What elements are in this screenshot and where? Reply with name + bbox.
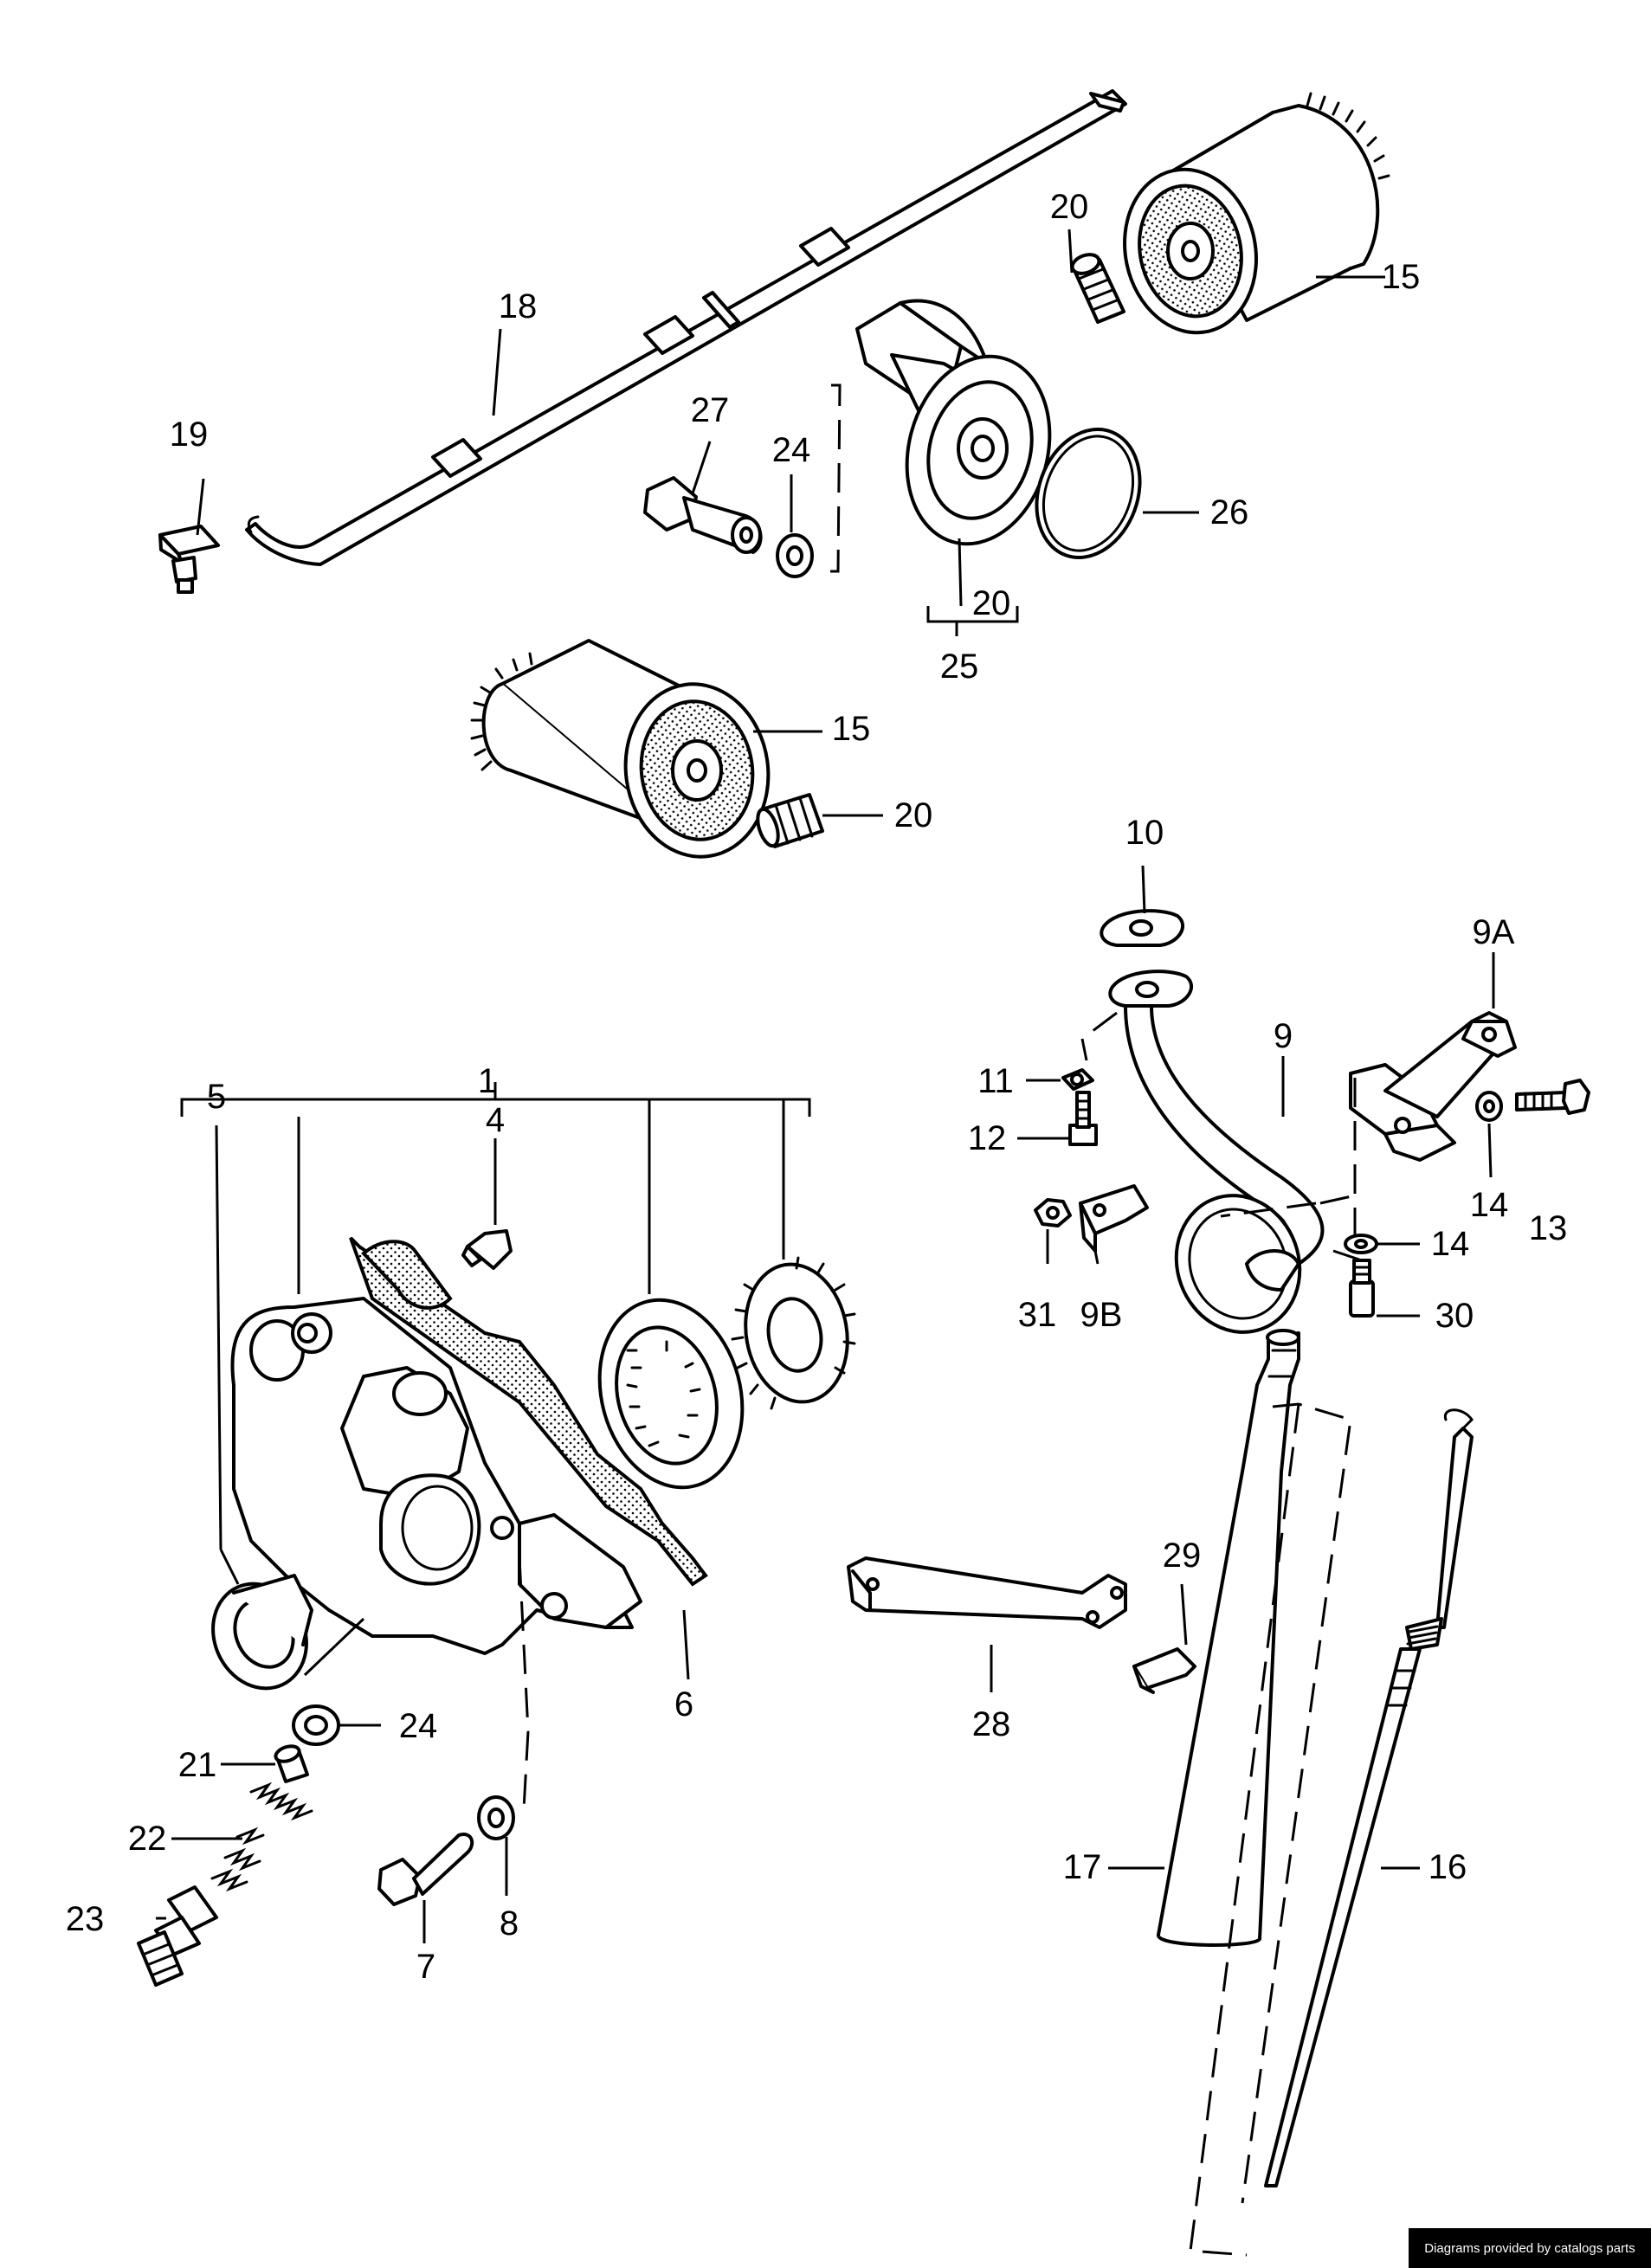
washer-part-8 bbox=[477, 1795, 515, 1840]
callout-31: 31 bbox=[1018, 1296, 1057, 1334]
piston-part-21 bbox=[274, 1744, 309, 1783]
bolt-part-12 bbox=[1068, 1091, 1098, 1146]
callout-labels: 1 4 5 6 7 8 9 9A 9B 10 11 12 13 14 14 15… bbox=[66, 188, 1568, 1986]
callout-23: 23 bbox=[66, 1900, 105, 1938]
nut-part-31 bbox=[1034, 1198, 1072, 1227]
bracket-part-9a bbox=[1349, 1011, 1517, 1162]
callout-22: 22 bbox=[128, 1820, 167, 1858]
callout-20-housing: 20 bbox=[972, 584, 1011, 622]
washer-part-14-upper bbox=[1475, 1091, 1503, 1122]
callout-29: 29 bbox=[1163, 1537, 1202, 1575]
rivet-part-4 bbox=[461, 1229, 513, 1270]
callout-25: 25 bbox=[940, 648, 979, 686]
callout-20-top: 20 bbox=[1050, 188, 1089, 226]
nipple-part-20-top bbox=[1070, 253, 1125, 324]
callout-8: 8 bbox=[500, 1904, 519, 1943]
callout-21: 21 bbox=[178, 1746, 217, 1784]
clip-part-29 bbox=[1132, 1647, 1196, 1694]
plug-part-23 bbox=[137, 1885, 218, 1987]
callout-15-middle: 15 bbox=[832, 710, 871, 748]
bolt-part-13 bbox=[1515, 1079, 1590, 1115]
callout-19: 19 bbox=[170, 416, 209, 454]
dashed-lines bbox=[518, 383, 1360, 2257]
watermark-text: Diagrams provided by catalogs parts bbox=[1424, 2240, 1635, 2256]
watermark-banner: Diagrams provided by catalogs parts bbox=[1409, 2228, 1651, 2268]
leader-lines bbox=[156, 229, 1495, 1943]
oil-pickup-part-9 bbox=[1108, 970, 1325, 1334]
nipple-part-20-middle bbox=[756, 793, 824, 848]
callout-5: 5 bbox=[207, 1078, 226, 1116]
callout-1: 1 bbox=[478, 1062, 497, 1100]
callout-9a: 9A bbox=[1473, 913, 1515, 951]
callout-12: 12 bbox=[968, 1119, 1007, 1157]
bracket-part-28 bbox=[847, 1556, 1127, 1629]
callout-24-lower: 24 bbox=[399, 1707, 438, 1745]
callout-9b: 9B bbox=[1080, 1296, 1123, 1334]
callout-4: 4 bbox=[486, 1101, 505, 1139]
callout-30: 30 bbox=[1435, 1297, 1474, 1335]
callout-6: 6 bbox=[674, 1685, 693, 1724]
washer-part-11 bbox=[1061, 1068, 1094, 1091]
dipstick-part-16 bbox=[1264, 1408, 1474, 2187]
fitting-part-19 bbox=[158, 525, 220, 594]
callout-7: 7 bbox=[416, 1948, 435, 1986]
callout-27: 27 bbox=[691, 391, 730, 429]
callout-14-upper: 14 bbox=[1470, 1186, 1509, 1224]
callout-15-upper: 15 bbox=[1382, 258, 1421, 296]
dipstick-tube-part-17 bbox=[1157, 1329, 1300, 1947]
callout-14-lower: 14 bbox=[1431, 1225, 1470, 1263]
callout-9: 9 bbox=[1274, 1017, 1293, 1055]
washer-part-24-lower bbox=[292, 1704, 340, 1746]
callout-20-middle: 20 bbox=[894, 796, 933, 834]
callout-11: 11 bbox=[977, 1062, 1014, 1100]
filter-housing-part-25 bbox=[855, 299, 1052, 546]
o-ring-part-26 bbox=[1035, 427, 1142, 560]
banjo-bolt-part-27 bbox=[643, 476, 763, 554]
washer-part-14-lower bbox=[1344, 1234, 1378, 1254]
bracket-part-9b bbox=[1079, 1184, 1149, 1253]
pump-gear-inner-part-1 bbox=[731, 1256, 856, 1410]
oil-pump-part-1 bbox=[230, 1236, 708, 1655]
callout-13: 13 bbox=[1529, 1209, 1568, 1247]
callout-26: 26 bbox=[1210, 493, 1249, 532]
callout-28: 28 bbox=[972, 1705, 1011, 1743]
callout-18: 18 bbox=[499, 287, 538, 325]
filter-cartridge-part-15-upper bbox=[1123, 92, 1390, 335]
callout-24-upper: 24 bbox=[772, 431, 811, 469]
callout-17: 17 bbox=[1063, 1848, 1102, 1886]
gasket-part-10 bbox=[1100, 909, 1184, 947]
washer-part-24-upper bbox=[776, 533, 814, 578]
callout-16: 16 bbox=[1429, 1848, 1467, 1886]
filter-cartridge-part-15-middle bbox=[470, 639, 771, 859]
bolt-part-7 bbox=[377, 1833, 474, 1906]
bolt-part-30 bbox=[1349, 1259, 1375, 1318]
callout-10: 10 bbox=[1125, 814, 1164, 852]
oil-line-part-18 bbox=[245, 89, 1127, 566]
pump-gear-outer-part-1 bbox=[597, 1298, 745, 1490]
seal-part-5 bbox=[211, 1574, 313, 1691]
spring-part-22 bbox=[210, 1782, 313, 1892]
